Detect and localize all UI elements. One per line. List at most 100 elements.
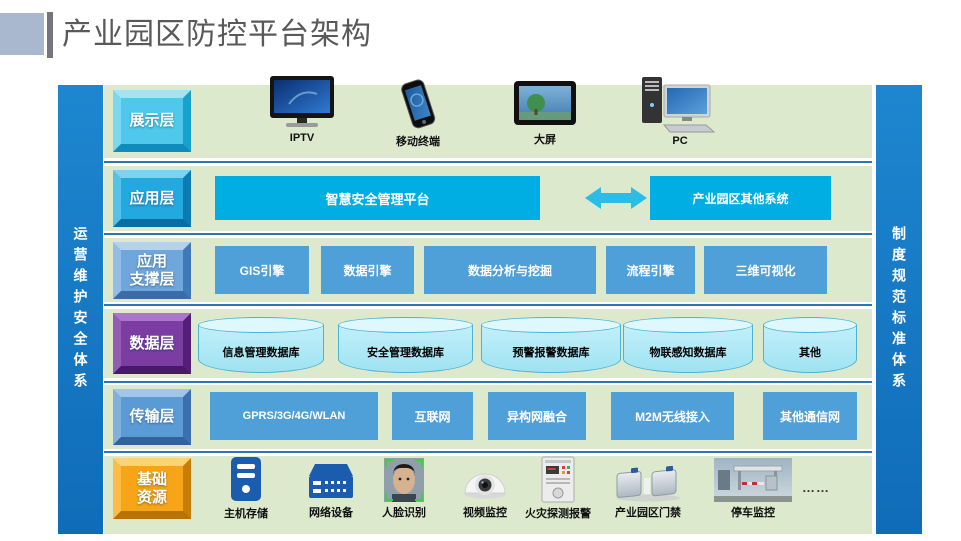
box-label: 其他通信网: [779, 409, 840, 424]
resource-label: 停车监控: [731, 507, 775, 519]
double-arrow-icon: [585, 187, 647, 209]
cylinder-top: [763, 317, 857, 333]
layer-label-support: 应用 支撑层: [113, 242, 191, 299]
box-3d-visualization: 三维可视化: [704, 246, 827, 294]
layer-separator: [104, 381, 872, 383]
header-accent-bar: [47, 12, 53, 58]
network-switch-icon: [309, 464, 353, 498]
box-label: 互联网: [414, 409, 451, 424]
resource-label: 视频监控: [463, 507, 507, 519]
device-figure-pc: PC: [634, 75, 726, 147]
band-display-layer: [104, 85, 872, 158]
cylinder-top: [198, 317, 324, 333]
db-label: 其他: [799, 347, 821, 359]
layer-separator: [104, 233, 872, 235]
box-other-comm-network: 其他通信网: [763, 392, 857, 440]
resource-label: 主机存储: [224, 508, 268, 520]
layer-label-display: 展示层: [113, 90, 191, 152]
db-cylinder-alert-alarm: 预警报警数据库: [481, 317, 621, 373]
layer-label-application-text: 应用层: [129, 189, 175, 207]
device-label: 大屏: [534, 134, 556, 146]
box-label: 流程引擎: [626, 263, 675, 278]
dome-camera-icon: [464, 473, 506, 499]
cylinder-body: [623, 325, 753, 373]
device-label: IPTV: [289, 132, 315, 144]
box-gprs-wlan: GPRS/3G/4G/WLAN: [210, 392, 378, 440]
right-pillar-standards: 制度规范标准体系: [876, 85, 922, 534]
right-pillar-label: 制度规范标准体系: [891, 225, 907, 394]
page-title: 产业园区防控平台架构: [62, 18, 372, 51]
header-accent-square: [0, 13, 44, 55]
device-label: 移动终端: [396, 136, 440, 148]
box-label: 数据分析与挖掘: [467, 263, 552, 278]
device-figure-iptv: IPTV: [258, 76, 346, 144]
box-label: 智慧安全管理平台: [325, 191, 430, 207]
server-storage-icon: [231, 457, 261, 501]
box-label: 三维可视化: [735, 263, 796, 278]
turnstile-gate-icon: [616, 465, 680, 502]
layer-label-transport-text: 传输层: [129, 408, 175, 425]
device-figure-large-screen: 大屏: [502, 79, 588, 147]
db-label: 信息管理数据库: [222, 347, 300, 359]
resource-label: 火灾探测报警: [525, 508, 591, 520]
resource-figure-server: 主机存储: [208, 456, 284, 521]
box-label: 异构网融合: [506, 409, 567, 424]
layer-label-data-text: 数据层: [129, 334, 175, 352]
cylinder-body: [338, 325, 473, 373]
large-screen-tablet-icon: [514, 81, 576, 125]
layer-separator: [104, 304, 872, 306]
resource-figure-face: 人脸识别: [366, 458, 442, 520]
box-smart-security-platform: 智慧安全管理平台: [215, 176, 540, 220]
cylinder-top: [338, 317, 473, 333]
box-heterogeneous-network: 异构网融合: [488, 392, 586, 440]
layer-label-data: 数据层: [113, 313, 191, 374]
box-data-engine: 数据引擎: [321, 246, 414, 294]
mobile-terminal-icon: [401, 79, 436, 129]
box-label: GIS引擎: [239, 263, 285, 278]
resource-figure-camera: 视频监控: [444, 460, 526, 520]
left-pillar-label: 运营维护安全体系: [72, 225, 89, 394]
box-internet: 互联网: [392, 392, 473, 440]
resource-label: 产业园区门禁: [615, 507, 681, 519]
resource-figure-parking: 停车监控: [704, 458, 802, 520]
layer-label-support-text: 应用 支撑层: [129, 252, 175, 288]
more-resources-ellipsis: ……: [802, 480, 830, 495]
desktop-pc-icon: [642, 77, 716, 133]
layer-label-base: 基础 资源: [113, 458, 191, 519]
iptv-tv-icon: [270, 76, 334, 127]
layer-label-display-text: 展示层: [129, 112, 175, 129]
face-recognition-icon: [384, 458, 424, 502]
fire-alarm-panel-icon: [541, 456, 575, 503]
box-m2m-wireless: M2M无线接入: [611, 392, 734, 440]
box-other-park-systems: 产业园区其他系统: [650, 176, 831, 220]
cylinder-top: [623, 317, 753, 333]
box-gis-engine: GIS引擎: [215, 246, 309, 294]
cylinder-body: [198, 325, 324, 373]
device-label: PC: [672, 135, 688, 147]
cylinder-body: [481, 325, 621, 373]
layer-label-transport: 传输层: [113, 389, 191, 445]
layer-separator: [104, 451, 872, 453]
parking-monitor-icon: [714, 458, 792, 502]
box-workflow-engine: 流程引擎: [606, 246, 695, 294]
layer-label-application: 应用层: [113, 170, 191, 227]
cylinder-top: [481, 317, 621, 333]
device-figure-mobile: 移动终端: [376, 79, 460, 149]
db-label: 物联感知数据库: [649, 347, 727, 359]
db-cylinder-info-management: 信息管理数据库: [198, 317, 324, 373]
box-label: 产业园区其他系统: [692, 191, 789, 206]
db-cylinder-security-management: 安全管理数据库: [338, 317, 473, 373]
box-label: 数据引擎: [343, 263, 392, 278]
resource-figure-switch: 网络设备: [288, 462, 374, 520]
left-pillar-operation-maintenance: 运营维护安全体系: [58, 85, 103, 534]
db-cylinder-iot-sensing: 物联感知数据库: [623, 317, 753, 373]
resource-label: 人脸识别: [382, 507, 426, 519]
layer-label-base-text: 基础 资源: [136, 470, 167, 506]
db-cylinder-other: 其他: [763, 317, 857, 373]
box-data-analysis-mining: 数据分析与挖掘: [424, 246, 596, 294]
layer-separator: [104, 161, 872, 163]
cylinder-body: [763, 325, 857, 373]
box-label: GPRS/3G/4G/WLAN: [242, 410, 346, 422]
box-label: M2M无线接入: [635, 409, 710, 424]
